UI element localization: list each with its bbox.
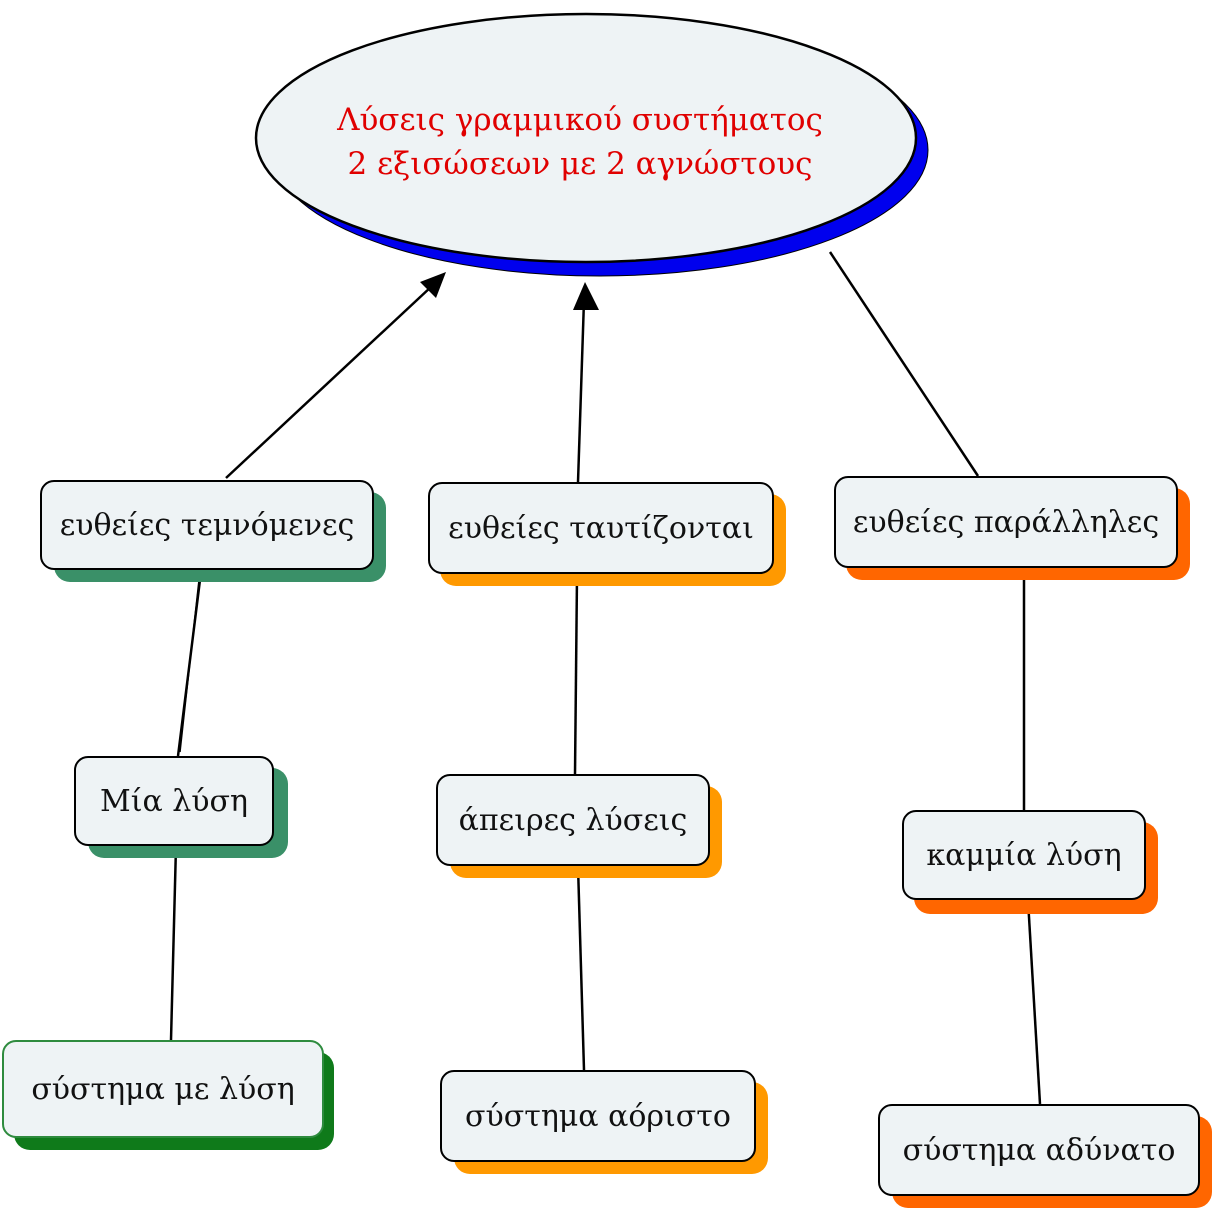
node-no-solution: καμμία λύση — [902, 810, 1146, 900]
node-system-with-solution: σύστημα με λύση — [2, 1040, 324, 1138]
line-coinciding-to-infinite — [573, 575, 579, 775]
node-one-solution: Μία λύση — [74, 756, 274, 846]
arrowhead-middle — [573, 282, 599, 310]
arrow-intersecting-to-root — [225, 285, 433, 479]
arrowhead-left — [420, 272, 446, 298]
node-system-impossible-label: σύστημα αδύνατο — [902, 1132, 1176, 1168]
root-title: Λύσεις γραμμικού συστήματος 2 εξισώσεων … — [300, 98, 860, 186]
node-coinciding-lines: ευθείες ταυτίζονται — [428, 482, 774, 574]
node-system-indeterminate: σύστημα αόριστο — [440, 1070, 756, 1162]
node-intersecting-lines: ευθείες τεμνόμενες — [40, 480, 374, 570]
node-infinite-solutions: άπειρες λύσεις — [436, 774, 710, 866]
node-no-solution-label: καμμία λύση — [926, 837, 1122, 873]
line-root-to-parallel — [828, 251, 980, 477]
line-one-to-system — [169, 845, 178, 1041]
node-intersecting-label: ευθείες τεμνόμενες — [59, 507, 355, 543]
node-infinite-label: άπειρες λύσεις — [458, 802, 688, 838]
line-none-to-impossible — [1026, 899, 1042, 1105]
root-title-line1: Λύσεις γραμμικού συστήματος — [337, 102, 823, 138]
line-intersecting-to-one-b — [179, 579, 200, 753]
node-system-solution-label: σύστημα με λύση — [31, 1071, 295, 1107]
node-one-solution-label: Μία λύση — [100, 783, 248, 819]
node-coinciding-label: ευθείες ταυτίζονται — [448, 510, 754, 546]
node-system-indeterminate-label: σύστημα αόριστο — [465, 1098, 731, 1134]
arrow-coinciding-to-root — [576, 299, 586, 483]
node-parallel-label: ευθείες παράλληλες — [852, 504, 1160, 540]
root-title-line2: 2 εξισώσεων με 2 αγνώστους — [347, 146, 813, 182]
line-infinite-to-indeterminate — [576, 865, 586, 1071]
node-parallel-lines: ευθείες παράλληλες — [834, 476, 1178, 568]
node-system-impossible: σύστημα αδύνατο — [878, 1104, 1200, 1196]
